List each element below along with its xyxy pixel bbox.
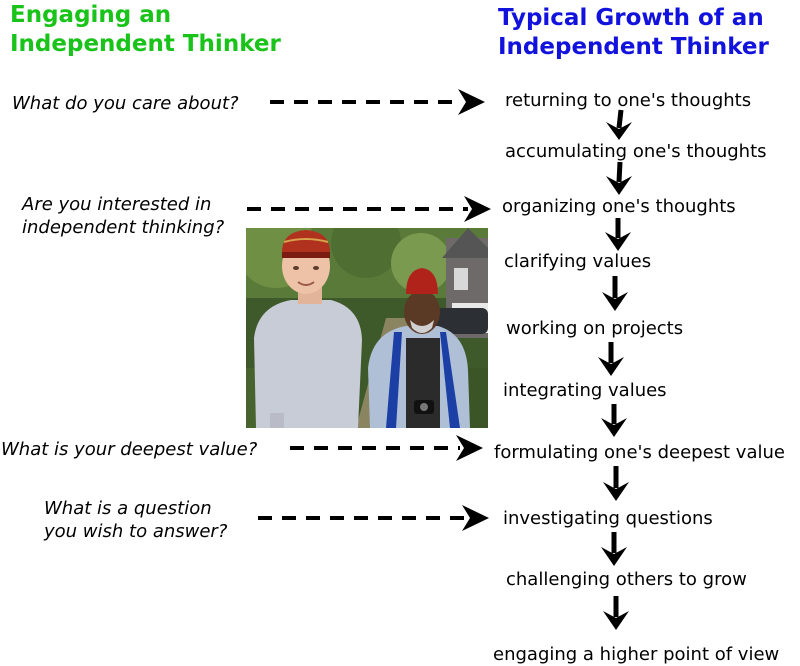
step-formulating: formulating one's deepest value [494, 442, 785, 463]
step-accumulating: accumulating one's thoughts [505, 141, 767, 162]
step-returning: returning to one's thoughts [505, 90, 752, 111]
question-interested: Are you interested in independent thinki… [22, 194, 225, 238]
step-organizing: organizing one's thoughts [502, 196, 736, 217]
engaging-heading: Engaging an Independent Thinker [10, 2, 281, 57]
step-integrating: integrating values [503, 380, 667, 401]
photo-two-men [246, 228, 488, 428]
arrowhead-4 [462, 505, 489, 531]
right-man [368, 268, 470, 428]
question-care: What do you care about? [12, 93, 239, 114]
down-arrow-4 [602, 292, 628, 311]
step-clarifying: clarifying values [504, 251, 652, 272]
down-arrow-6 [601, 418, 627, 437]
question-deepest-value: What is your deepest value? [1, 439, 258, 460]
step-challenging: challenging others to grow [506, 569, 747, 590]
growth-heading: Typical Growth of an Independent Thinker [498, 5, 769, 60]
left-man [254, 230, 362, 428]
down-arrow-9 [603, 611, 629, 630]
step-engaging: engaging a higher point of view [493, 644, 780, 665]
step-working: working on projects [506, 318, 684, 339]
question-to-answer: What is a question you wish to answer? [44, 498, 228, 542]
down-arrow-3 [605, 232, 631, 251]
down-arrow-1 [606, 122, 632, 140]
arrowhead-2 [464, 196, 491, 222]
down-arrow-2 [606, 176, 632, 195]
arrowhead-1 [458, 89, 485, 115]
down-arrow-5 [598, 357, 624, 376]
down-arrow-7 [603, 482, 629, 501]
down-arrow-8 [601, 547, 627, 566]
step-investigating: investigating questions [503, 508, 713, 529]
arrowhead-3 [456, 435, 483, 461]
